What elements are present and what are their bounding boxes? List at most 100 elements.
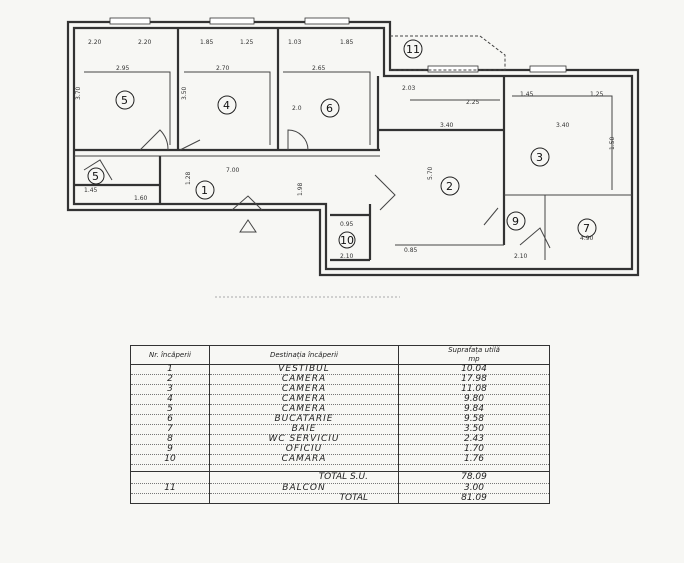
table-cell: BAIE xyxy=(209,424,399,435)
unit-label: mp xyxy=(468,355,480,363)
svg-text:10: 10 xyxy=(340,234,354,247)
dim-text: 2.95 xyxy=(116,65,130,72)
svg-text:5: 5 xyxy=(121,94,128,107)
table-spacer-row xyxy=(130,464,550,472)
header-nr: Nr. încăperii xyxy=(130,345,210,365)
dim-text: 2.65 xyxy=(312,65,326,72)
table-cell: BALCON xyxy=(209,483,399,494)
room-area-table: Nr. încăperii Destinația încăperii Supra… xyxy=(130,345,550,504)
table-cell: 5 xyxy=(130,404,210,415)
table-cell: VESTIBUL xyxy=(209,364,399,375)
table-cell: 10 xyxy=(130,454,210,465)
table-cell: 11 xyxy=(130,483,210,494)
dim-text: 2.20 xyxy=(138,39,152,46)
balcony-outline xyxy=(390,35,506,71)
dim-text: 2.10 xyxy=(340,253,354,260)
dim-text: 2.03 xyxy=(402,85,416,92)
table-cell: 2.43 xyxy=(398,434,550,445)
table-cell: 8 xyxy=(130,434,210,445)
dim-text: 3.50 xyxy=(181,86,188,100)
table-cell: 11.08 xyxy=(398,384,550,395)
table-cell: CAMERA xyxy=(209,394,399,405)
dim-text: 1.45 xyxy=(84,187,98,194)
dim-text: 3.40 xyxy=(556,122,570,129)
dim-text: 0.95 xyxy=(340,221,354,228)
dim-text: 7.00 xyxy=(226,167,240,174)
table-cell: 6 xyxy=(130,414,210,425)
table-cell: 1.76 xyxy=(398,454,550,465)
table-cell: OFICIU xyxy=(209,444,399,455)
table-cell: 17.98 xyxy=(398,374,550,385)
table-header-row: Nr. încăperii Destinația încăperii Supra… xyxy=(130,345,550,365)
table-cell: 4 xyxy=(130,394,210,405)
svg-text:2: 2 xyxy=(446,180,453,193)
dim-text: 1.25 xyxy=(240,39,254,46)
table-cell: CAMERA xyxy=(209,404,399,415)
dim-text: 1.50 xyxy=(609,136,616,150)
table-cell xyxy=(130,493,210,504)
room-9-label: 9 xyxy=(506,211,526,231)
dim-text: 2.0 xyxy=(292,105,302,112)
table-cell: 3 xyxy=(130,384,210,395)
table-cell: 1 xyxy=(130,364,210,375)
svg-text:3: 3 xyxy=(536,151,543,164)
room-1-label: 1 xyxy=(195,180,215,200)
room-11-label: 11 xyxy=(403,39,423,59)
dim-text: 1.85 xyxy=(340,39,354,46)
dimensions: 2.95 2.70 2.65 3.70 3.50 2.0 5.70 3.40 3… xyxy=(75,39,616,260)
outer-walls xyxy=(66,20,640,277)
dim-text: 0.85 xyxy=(404,247,418,254)
dim-text: 4.90 xyxy=(580,235,594,242)
table-cell: CAMERA xyxy=(209,374,399,385)
interior-walls xyxy=(74,28,632,262)
room-outlines xyxy=(84,71,613,190)
table-cell: 3.50 xyxy=(398,424,550,435)
table-cell: 9 xyxy=(130,444,210,455)
table-cell: 78.09 xyxy=(398,471,550,484)
table-cell: 81.09 xyxy=(398,493,550,504)
table-cell xyxy=(130,471,210,484)
windows xyxy=(109,17,567,73)
table-cell: BUCATARIE xyxy=(209,414,399,425)
svg-text:1: 1 xyxy=(201,184,208,197)
table-cell: CAMERA xyxy=(209,384,399,395)
entrance-marker xyxy=(239,219,257,233)
table-cell: CAMARA xyxy=(209,454,399,465)
dim-text: 2.20 xyxy=(88,39,102,46)
room-10-label: 10 xyxy=(338,231,356,249)
table-cell: 10.04 xyxy=(398,364,550,375)
dim-text: 1.25 xyxy=(590,91,604,98)
dim-text: 3.40 xyxy=(440,122,454,129)
room-5-small-label: 5 xyxy=(87,167,105,185)
room-6-label: 6 xyxy=(320,98,340,118)
table-cell: 7 xyxy=(130,424,210,435)
table-cell: 1.70 xyxy=(398,444,550,455)
table-cell xyxy=(209,464,399,472)
table-cell: 9.84 xyxy=(398,404,550,415)
dim-text: 1.85 xyxy=(200,39,214,46)
svg-text:7: 7 xyxy=(583,222,590,235)
room-4-label: 4 xyxy=(217,95,237,115)
total-su-row: TOTAL S.U.78.09 xyxy=(130,471,550,484)
svg-text:5: 5 xyxy=(92,170,99,183)
dim-text: 3.70 xyxy=(75,86,82,100)
room-5-main-label: 5 xyxy=(115,90,135,110)
dim-text: 1.03 xyxy=(288,39,302,46)
svg-text:6: 6 xyxy=(326,102,333,115)
table-cell: TOTAL S.U. xyxy=(209,471,399,484)
dim-text: 1.28 xyxy=(185,171,192,185)
table-cell: WC SERVICIU xyxy=(209,434,399,445)
table-cell xyxy=(398,464,550,472)
header-name: Destinația încăperii xyxy=(209,345,399,365)
